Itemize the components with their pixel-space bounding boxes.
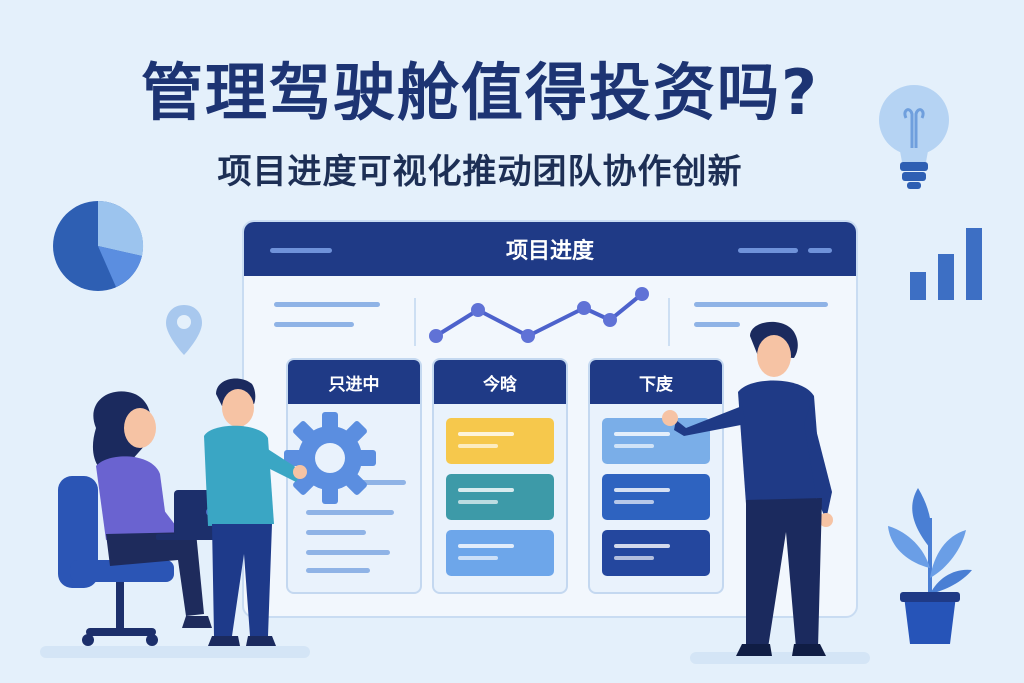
task-card [446,418,554,464]
text-line [694,302,828,307]
task-card [602,474,710,520]
task-card [446,474,554,520]
text-line [306,550,390,555]
column-3-title: 下庋 [590,360,722,404]
header-line [270,248,332,253]
task-card [446,530,554,576]
line-chart [429,287,649,343]
text-line [306,530,366,535]
divider [668,298,670,346]
gear-icon [284,412,376,504]
bar-chart-icon [910,228,982,300]
text-line [274,322,354,327]
text-line [694,322,740,327]
location-pin-icon [166,305,202,355]
presenter-man-illustration [662,321,833,656]
text-line [306,510,394,515]
kanban-column-2: 今晗 [432,358,568,594]
kanban-column-3: 下庋 [588,358,724,594]
man-teal-shirt-illustration [204,378,307,646]
task-card [602,530,710,576]
column-1-title: 只进中 [288,360,420,404]
divider [414,298,416,346]
text-line [306,568,370,573]
headline-subtitle: 项目进度可视化推动团队协作创新 [217,152,743,192]
lightbulb-icon [879,85,949,189]
column-2-title: 今晗 [434,360,566,404]
dashboard-board: 项目进度 只进中 今晗 下庋 [242,220,858,618]
headline-title: 管理驾驶舱值得投资吗? [141,56,819,129]
text-line [360,480,406,485]
pie-chart-icon [53,200,144,291]
plant-icon [888,488,972,644]
header-line [808,248,832,253]
floor-shadow-left [40,646,310,658]
text-line [274,302,380,307]
header-line [738,248,798,253]
